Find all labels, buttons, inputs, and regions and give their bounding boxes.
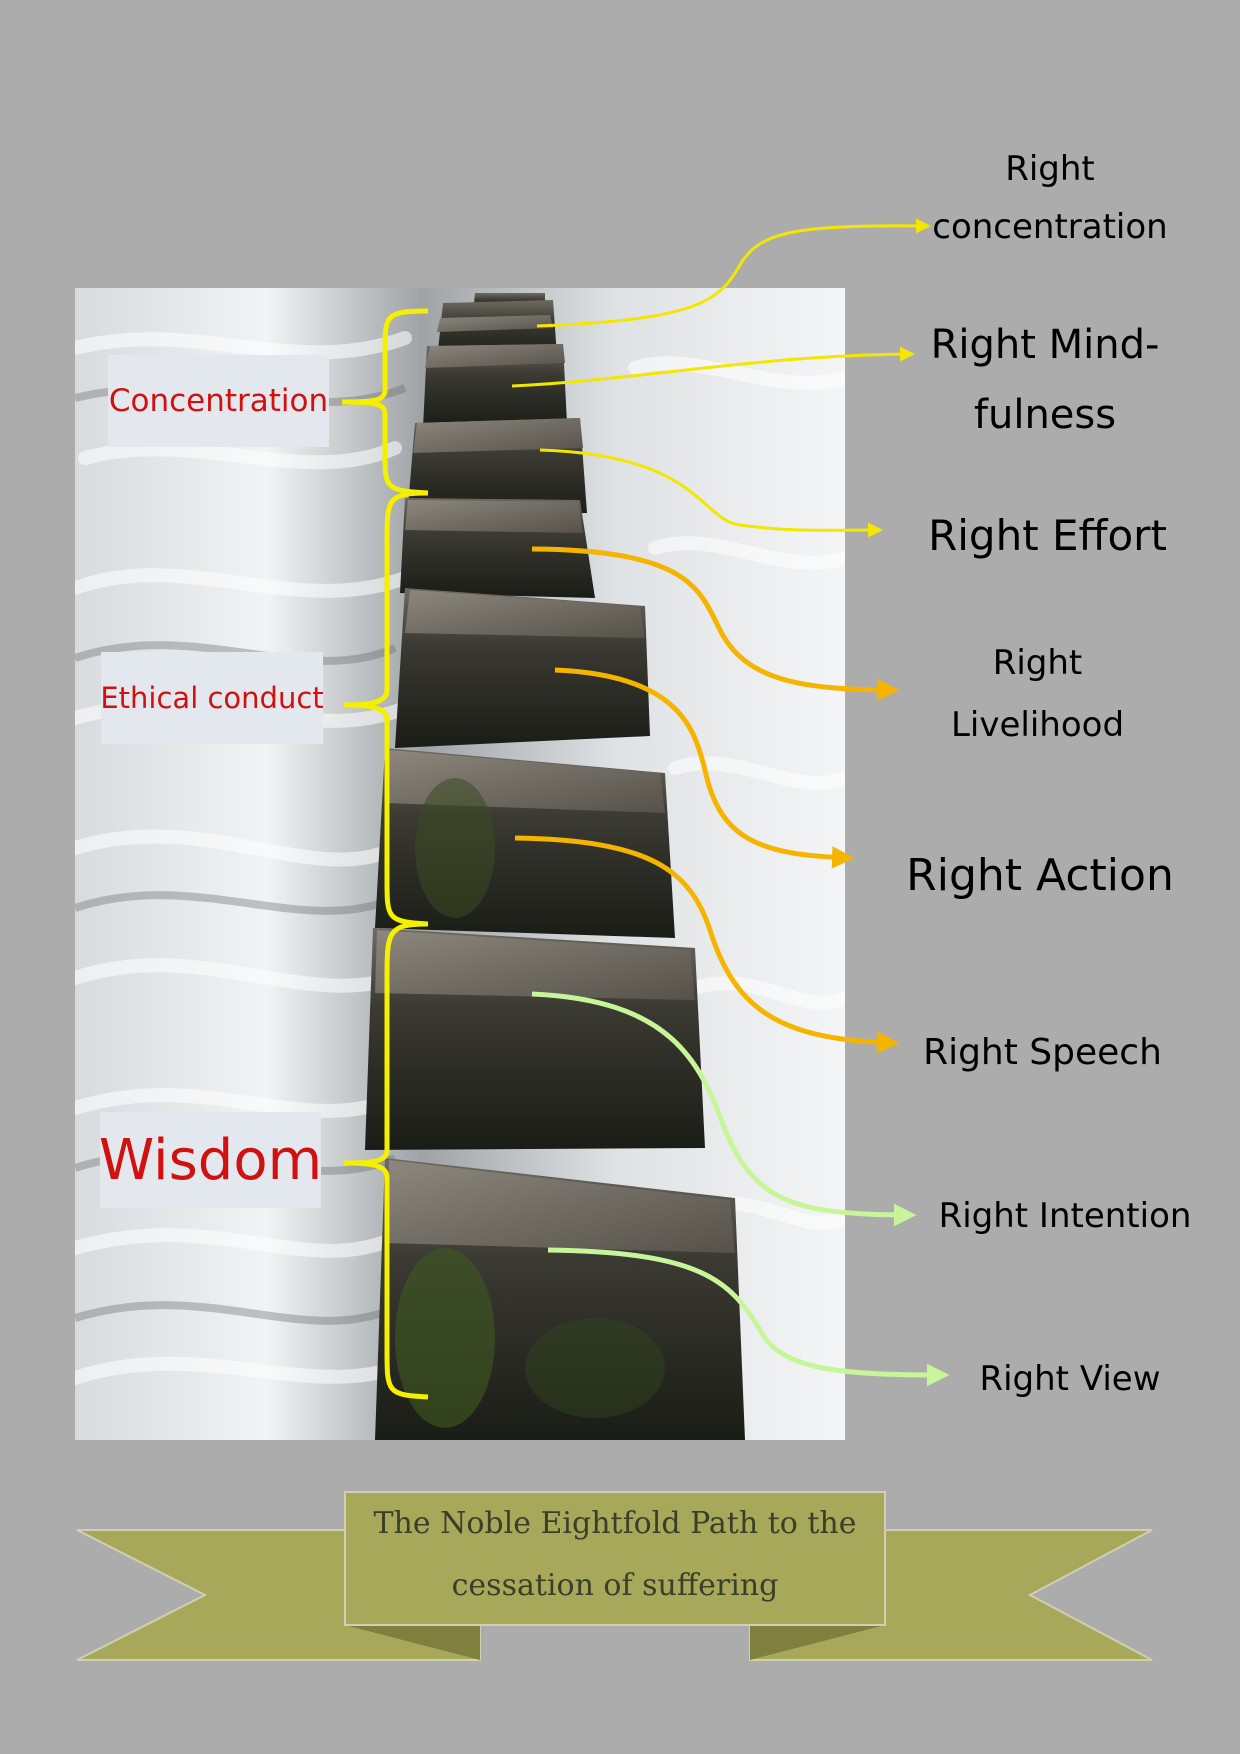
right-speech-label: Right Speech [923,1032,1162,1073]
wisdom-text: Wisdom [98,1127,323,1193]
right-mindfulness-label: Right Mind- fulness [920,310,1170,450]
stepping-stones-photo [75,288,845,1440]
right-livelihood-line1: Right [992,643,1083,683]
arrow-right-concentration [536,218,931,328]
arrow-right-intention [531,991,917,1227]
right-concentration-label: Right concentration [930,140,1170,256]
right-view-label: Right View [979,1359,1161,1399]
arrow-right-effort [539,448,883,538]
right-mindfulness-line2: fulness [973,392,1117,438]
arrow-right-speech [514,835,900,1054]
banner-line2: cessation of suffering [451,1568,779,1603]
stones [365,293,745,1440]
right-intention-label: Right Intention [938,1196,1192,1236]
river-illustration [75,288,845,1440]
concentration-brace [341,308,429,496]
ethical-conduct-brace [343,490,429,927]
banner-line1: The Noble Eightfold Path to the [373,1506,857,1541]
concentration-label: Concentration [108,355,329,447]
right-concentration-line2: concentration [932,207,1168,247]
wisdom-label: Wisdom [98,1112,323,1208]
ethical-conduct-label: Ethical conduct [100,652,324,744]
arrow-right-mindfulness [511,346,915,388]
banner-ribbon [76,1491,1153,1661]
right-livelihood-label: Right Livelihood [925,632,1150,756]
banner-center [344,1491,886,1626]
right-livelihood-line2: Livelihood [950,705,1125,745]
arrow-right-livelihood [531,546,900,702]
ethical-conduct-text: Ethical conduct [100,681,324,715]
banner-title: The Noble Eightfold Path to the cessatio… [345,1493,885,1623]
arrow-right-view [547,1247,950,1387]
right-concentration-line1: Right [1005,149,1095,189]
right-mindfulness-line1: Right Mind- [930,322,1160,368]
right-effort-label: Right Effort [928,511,1167,560]
wisdom-brace [343,921,429,1400]
concentration-text: Concentration [108,383,329,419]
right-action-label: Right Action [906,850,1174,901]
arrow-right-action [554,667,855,869]
